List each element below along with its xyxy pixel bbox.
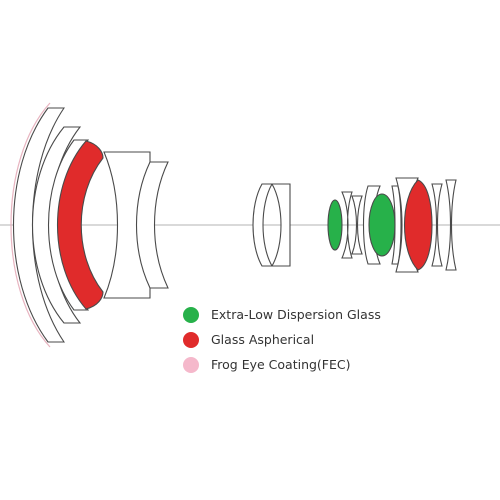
front-element-1 [13,107,66,343]
fec-swatch [183,356,199,373]
fec-coating-arc [10,102,51,348]
legend: Extra-Low Dispersion Glass Glass Aspheri… [183,302,443,377]
ed-element-1 [327,199,343,251]
rear-element-3 [351,195,363,255]
middle-element-2 [271,183,291,267]
front-element-6 [135,161,169,289]
legend-label: Frog Eye Coating(FEC) [211,357,351,372]
rear-element-8 [431,183,443,267]
aspherical-element-rear [404,179,433,271]
legend-item-fec: Frog Eye Coating(FEC) [183,352,443,377]
legend-item-aspherical: Glass Aspherical [183,327,443,352]
aspherical-element-front [57,140,104,310]
front-element-5 [103,151,151,299]
rear-element-9 [445,179,457,271]
aspherical-swatch [183,331,199,348]
legend-label: Extra-Low Dispersion Glass [211,307,381,322]
legend-item-ed-glass: Extra-Low Dispersion Glass [183,302,443,327]
rear-element-2 [341,191,353,259]
legend-label: Glass Aspherical [211,332,315,347]
ed-glass-swatch [183,306,199,323]
ed-element-2 [368,193,396,257]
